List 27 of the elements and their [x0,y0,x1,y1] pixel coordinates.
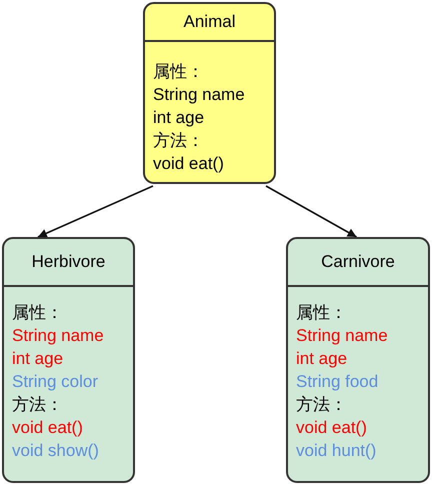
member-text: void eat() [296,417,367,439]
member-text: String name [12,325,104,347]
class-box [143,2,276,184]
member-text: int age [153,107,204,129]
member-text: void eat() [12,417,83,439]
member-text: 属性： [12,302,63,324]
class-name: Animal [184,12,236,31]
member-text: String color [12,371,98,393]
member-text: 方法： [296,394,347,416]
class-name: Carnivore [321,252,395,271]
member-text: 方法： [12,394,63,416]
class-name: Herbivore [32,252,106,271]
member-text: void eat() [153,153,224,175]
member-text: String name [296,325,388,347]
member-text: 属性： [153,61,204,83]
member-text: int age [296,348,348,370]
member-text: 属性： [296,302,347,324]
member-text: void hunt() [296,440,376,462]
member-text: void show() [12,440,99,462]
class-box [2,237,135,483]
member-text: String name [153,84,245,106]
arrow [38,185,154,238]
class-box [286,237,430,483]
member-text: String food [296,371,378,393]
arrow [266,185,357,238]
member-text: 方法： [153,130,204,152]
member-text: int age [12,348,64,370]
